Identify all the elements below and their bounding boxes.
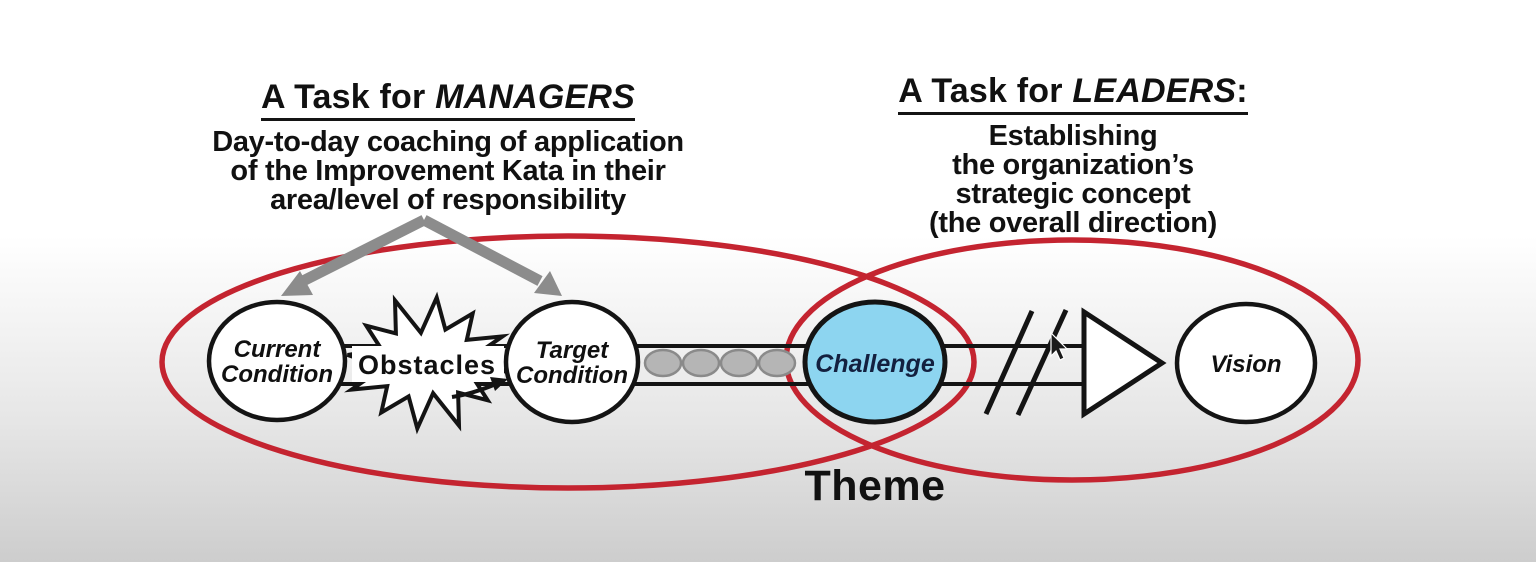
leaders-task-block: A Task for LEADERS: Establishing the org… xyxy=(858,72,1288,238)
progress-dot xyxy=(719,348,759,378)
coaching-arrowhead-left-icon xyxy=(281,271,313,296)
obstacles-label: Obstacles xyxy=(358,350,496,380)
vision-label: Vision xyxy=(1210,351,1281,378)
break-slash-2 xyxy=(1015,308,1069,417)
leaders-body-line: Establishing xyxy=(988,120,1158,152)
managers-task-description: Day-to-day coaching of application of th… xyxy=(128,128,768,215)
progress-dot xyxy=(643,348,683,378)
managers-heading-prefix: A Task for xyxy=(260,78,436,116)
current-condition-node xyxy=(206,299,348,423)
mouse-cursor-icon xyxy=(1050,331,1069,361)
managers-scope-ellipse xyxy=(159,233,977,491)
leaders-task-description: Establishing the organization’s strategi… xyxy=(858,122,1288,238)
managers-heading-emphasis: MANAGERS xyxy=(435,78,636,116)
obstacles-label-backing xyxy=(352,346,504,382)
leaders-heading-emphasis: LEADERS xyxy=(1072,72,1237,110)
leaders-heading-suffix: : xyxy=(1236,72,1248,110)
coaching-arrow-right-line xyxy=(421,215,543,286)
leaders-task-heading: A Task for LEADERS: xyxy=(898,72,1248,115)
coaching-arrowhead-right-icon xyxy=(534,271,562,296)
leaders-body-line: the organization’s xyxy=(952,149,1194,181)
challenge-label: Challenge xyxy=(815,350,935,378)
obstacles-to-target-arrowhead xyxy=(490,377,508,391)
managers-task-heading: A Task for MANAGERS xyxy=(260,78,636,121)
target-condition-node xyxy=(503,299,641,425)
target-condition-label-line1: Target xyxy=(536,337,609,364)
target-condition-label-line2: Condition xyxy=(516,362,628,389)
obstacles-to-target-arrow xyxy=(451,382,497,399)
progress-dot xyxy=(681,348,721,378)
challenge-node xyxy=(802,299,948,425)
leaders-body-line: (the overall direction) xyxy=(929,207,1217,239)
managers-body-line: Day-to-day coaching of application xyxy=(212,126,684,158)
managers-body-line: of the Improvement Kata in their xyxy=(230,155,666,187)
managers-task-block: A Task for MANAGERS Day-to-day coaching … xyxy=(128,78,768,215)
break-slash-1 xyxy=(983,309,1035,416)
coaching-arrow-left-line xyxy=(300,215,427,286)
current-condition-label-line2: Condition xyxy=(221,361,333,388)
current-condition-label-line1: Current xyxy=(234,336,322,363)
progress-dot xyxy=(757,348,797,378)
managers-body-line: area/level of responsibility xyxy=(270,184,626,216)
leaders-heading-prefix: A Task for xyxy=(898,72,1073,110)
theme-label: Theme xyxy=(804,462,946,510)
vision-node xyxy=(1174,301,1318,425)
leaders-body-line: strategic concept xyxy=(955,178,1191,210)
direction-arrow xyxy=(1081,307,1167,419)
